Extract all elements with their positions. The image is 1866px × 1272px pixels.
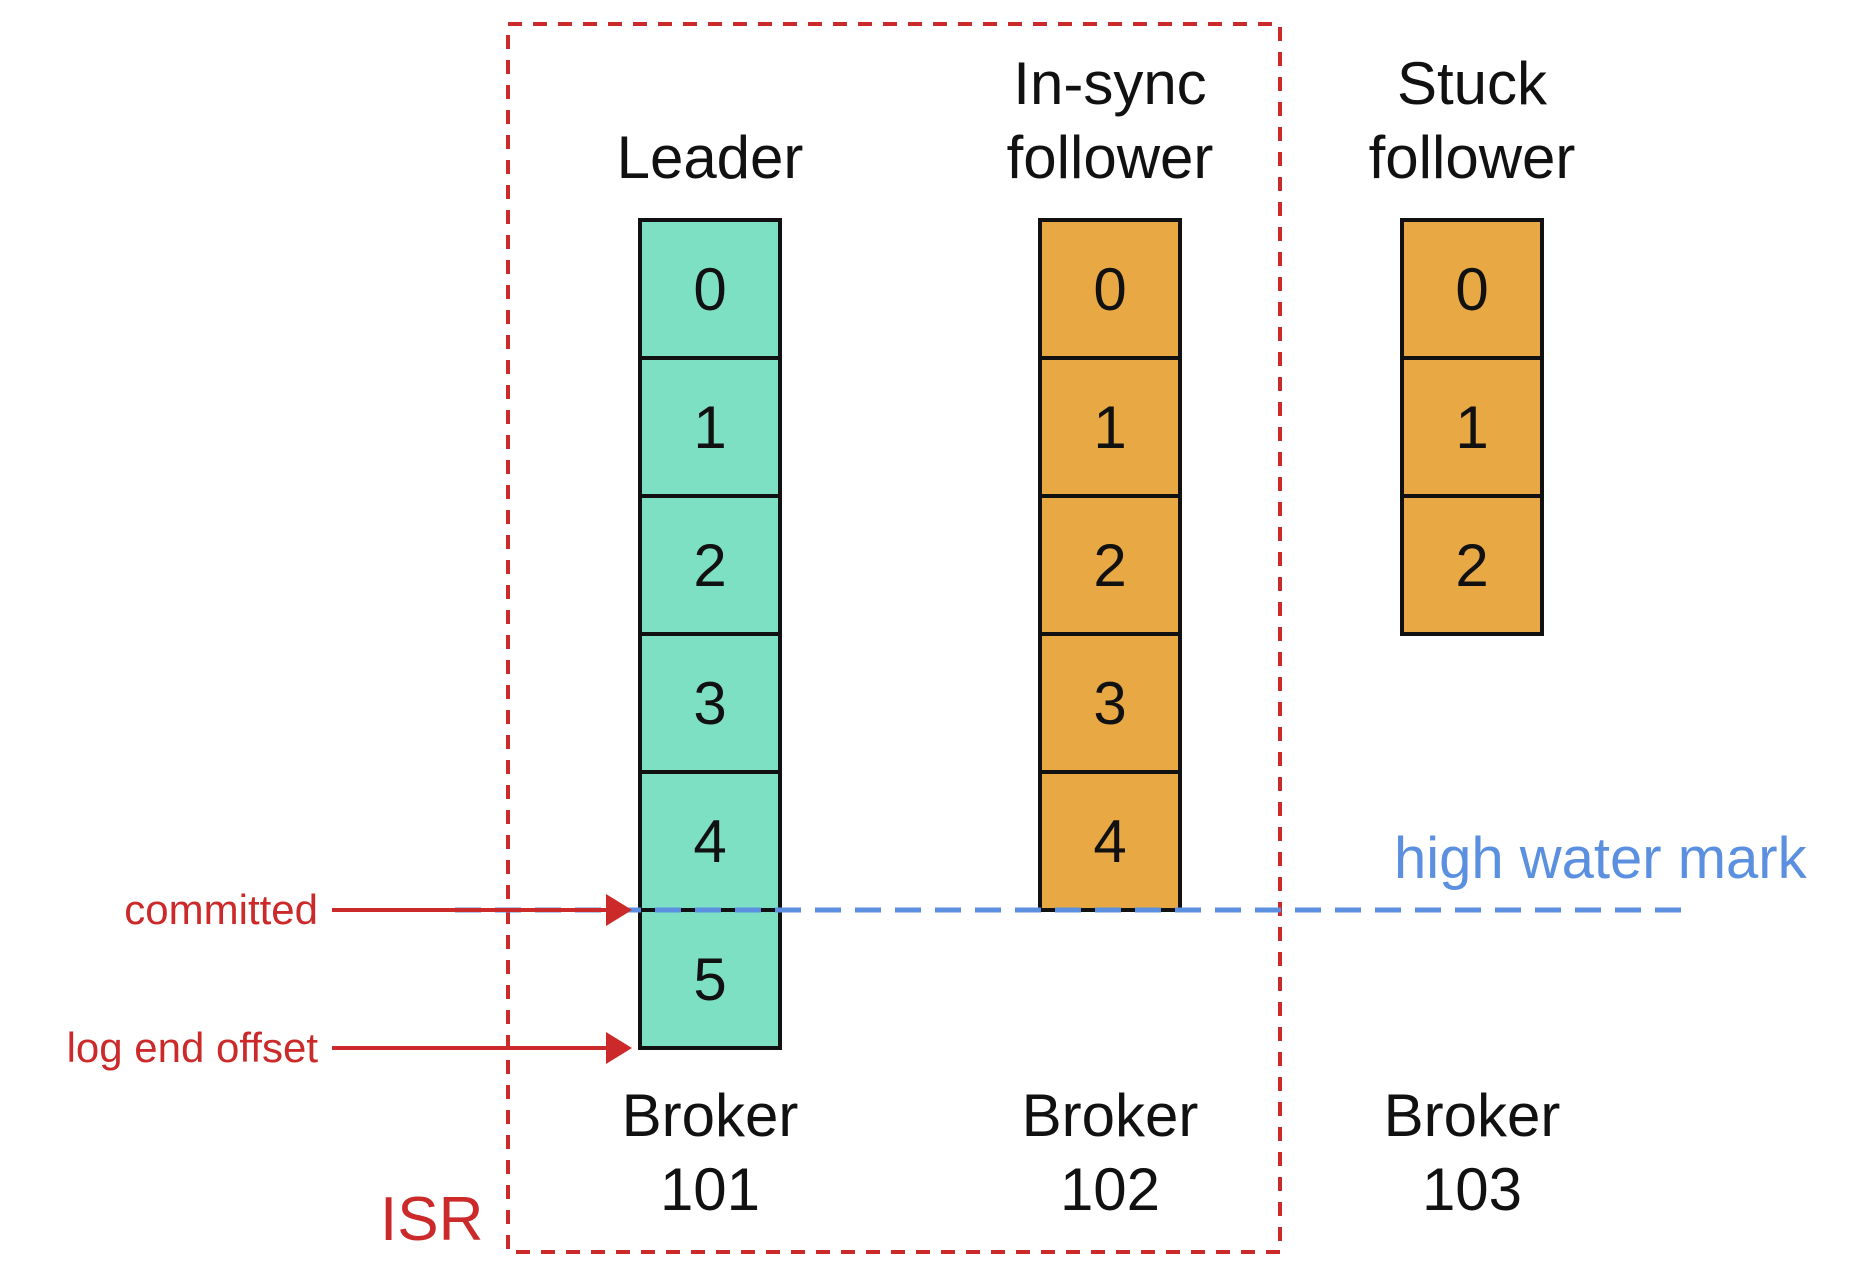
isr-boundary [506,22,1282,1254]
high-water-mark-label: high water mark [1394,826,1808,891]
offset-marker-arrowhead [606,1032,632,1064]
broker-name-label: 101 [660,1156,760,1223]
broker-name-label: Broker [1022,1082,1199,1149]
log-cell [1038,494,1182,636]
log-offset-label: 5 [693,946,726,1013]
log-cell [638,494,782,636]
broker-role-label: In-sync [1013,50,1206,117]
broker-name-label: Broker [1384,1082,1561,1149]
log-offset-label: 4 [693,808,726,875]
log-offset-label: 1 [1093,394,1126,461]
log-offset-label: 1 [693,394,726,461]
broker-name-label: 103 [1422,1156,1522,1223]
broker-name-label: Broker [622,1082,799,1149]
log-cell [1400,494,1544,636]
offset-marker-label: committed [124,886,318,933]
broker-role-label: Leader [617,124,804,191]
log-offset-label: 0 [1093,256,1126,323]
log-offset-label: 3 [1093,670,1126,737]
log-offset-label: 3 [693,670,726,737]
log-cell [638,908,782,1050]
log-offset-label: 2 [1093,532,1126,599]
markers-group: committed log end offset [67,886,632,1071]
offset-marker-1: committed [124,886,632,933]
log-offset-label: 0 [1455,256,1488,323]
log-cell [1038,770,1182,912]
log-offset-label: 1 [1455,394,1488,461]
log-cell [1038,218,1182,360]
offset-marker-2: log end offset [67,1024,632,1071]
broker-role-label: follower [1007,124,1214,191]
log-cell [1038,356,1182,498]
log-offset-label: 2 [1455,532,1488,599]
log-cell [638,632,782,774]
log-offset-label: 2 [693,532,726,599]
broker-role-label: follower [1369,124,1576,191]
isr-label: ISR [380,1185,483,1254]
offset-marker-arrowhead [606,894,632,926]
log-cell [1400,218,1544,360]
log-offset-label: 0 [693,256,726,323]
broker-role-label: Stuck [1397,50,1548,117]
offset-marker-label: log end offset [67,1024,319,1071]
broker-name-label: 102 [1060,1156,1160,1223]
log-offset-label: 4 [1093,808,1126,875]
